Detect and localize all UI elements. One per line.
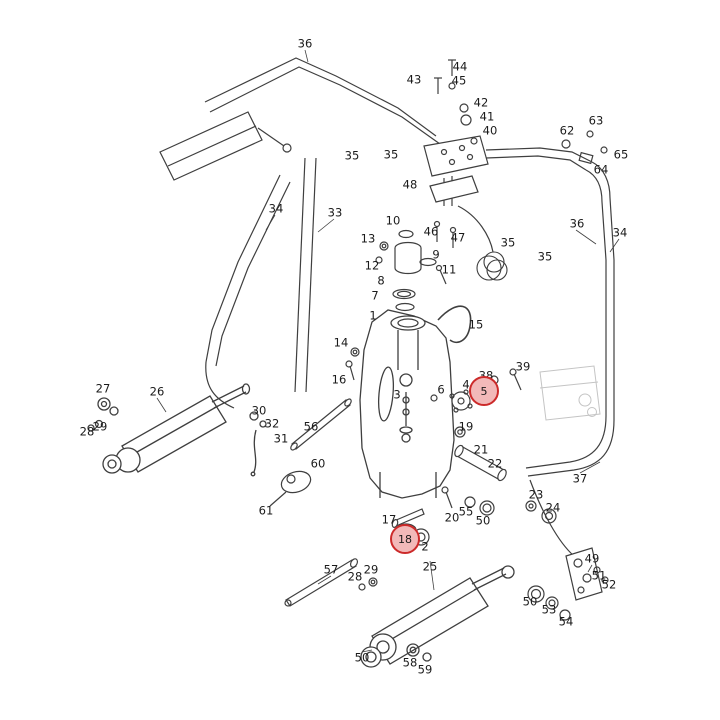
part-number-label: 56 xyxy=(303,419,319,434)
part-number-label: 60 xyxy=(310,456,326,471)
part-number-label: 23 xyxy=(528,487,544,502)
starboard-trim-cylinder xyxy=(360,565,515,668)
ghost-assembly xyxy=(539,365,601,421)
part-number-label: 49 xyxy=(584,551,600,566)
part-number-label: 65 xyxy=(613,147,629,162)
part-number-label: 55 xyxy=(458,504,474,519)
part-number-label: 62 xyxy=(559,123,575,138)
part-number-label: 19 xyxy=(458,419,474,434)
part-number-label: 2 xyxy=(421,539,429,554)
part-number-label: 16 xyxy=(331,372,347,387)
part-number-label: 37 xyxy=(572,471,588,486)
part-number-label: 53 xyxy=(541,602,557,617)
tilt-pin xyxy=(290,398,352,451)
part-number-label: 29 xyxy=(363,562,379,577)
part-number-label: 35 xyxy=(344,148,360,163)
part-number-label: 28 xyxy=(79,424,95,439)
part-number-label: 20 xyxy=(444,510,460,525)
part-number-label: 59 xyxy=(417,662,433,677)
part-number-label: 34 xyxy=(612,225,628,240)
part-number-label: 52 xyxy=(601,577,617,592)
part-number-label: 3 xyxy=(393,387,401,402)
highlighted-part-number: 5 xyxy=(469,376,499,406)
part-number-label: 6 xyxy=(437,382,445,397)
part-number-label: 9 xyxy=(432,247,440,262)
small-fasteners xyxy=(345,220,457,381)
part-number-label: 57 xyxy=(323,562,339,577)
part-number-label: 45 xyxy=(451,73,467,88)
part-number-label: 50 xyxy=(475,513,491,528)
upper-cylinder xyxy=(159,111,292,181)
part-number-label: 50 xyxy=(354,650,370,665)
part-number-label: 51 xyxy=(591,568,607,583)
part-number-label: 11 xyxy=(441,262,457,277)
part-number-label: 41 xyxy=(479,109,495,124)
transom-bracket xyxy=(527,547,609,621)
part-number-label: 31 xyxy=(273,431,289,446)
leader-lines xyxy=(156,49,620,653)
part-number-label: 32 xyxy=(264,416,280,431)
part-number-label: 26 xyxy=(149,384,165,399)
anchor-pin xyxy=(454,444,507,482)
pump-assembly xyxy=(375,229,447,312)
swivel-bracket xyxy=(359,309,455,499)
part-number-label: 1 xyxy=(369,308,377,323)
part-number-label: 61 xyxy=(258,503,274,518)
part-number-label: 58 xyxy=(402,655,418,670)
part-number-label: 13 xyxy=(360,231,376,246)
part-number-label: 35 xyxy=(383,147,399,162)
tilt-rod xyxy=(284,558,378,607)
part-number-label: 14 xyxy=(333,335,349,350)
part-number-label: 35 xyxy=(537,249,553,264)
part-number-label: 50 xyxy=(522,594,538,609)
part-number-label: 30 xyxy=(251,403,267,418)
anode-bracket xyxy=(269,470,312,507)
part-number-label: 42 xyxy=(473,95,489,110)
part-number-label: 8 xyxy=(377,273,385,288)
part-number-label: 36 xyxy=(569,216,585,231)
part-number-label: 40 xyxy=(482,123,498,138)
part-number-label: 7 xyxy=(371,288,379,303)
coiled-hose xyxy=(476,251,508,281)
part-number-label: 47 xyxy=(450,230,466,245)
part-number-label: 48 xyxy=(402,177,418,192)
part-number-label: 29 xyxy=(92,419,108,434)
part-number-label: 22 xyxy=(487,456,503,471)
part-number-label: 4 xyxy=(462,377,470,392)
part-number-label: 27 xyxy=(95,381,111,396)
part-number-label: 46 xyxy=(423,224,439,239)
part-number-label: 24 xyxy=(545,500,561,515)
part-number-label: 63 xyxy=(588,113,604,128)
part-number-label: 54 xyxy=(558,614,574,629)
port-trim-cylinder xyxy=(87,383,267,477)
right-fittings xyxy=(561,130,608,165)
part-number-label: 43 xyxy=(406,72,422,87)
manifold xyxy=(423,59,489,203)
part-number-label: 17 xyxy=(381,512,397,527)
part-number-label: 44 xyxy=(452,59,468,74)
highlighted-part-number: 18 xyxy=(390,524,420,554)
part-number-label: 36 xyxy=(297,36,313,51)
part-number-label: 28 xyxy=(347,569,363,584)
part-number-label: 33 xyxy=(327,205,343,220)
part-number-label: 64 xyxy=(593,162,609,177)
part-number-label: 38 xyxy=(479,370,494,382)
part-number-label: 15 xyxy=(468,317,484,332)
part-number-label: 10 xyxy=(385,213,401,228)
valve-disc-group xyxy=(430,368,522,438)
part-number-label: 25 xyxy=(422,559,438,574)
bushings xyxy=(525,500,557,524)
part-number-label: 34 xyxy=(268,201,284,216)
part-number-label: 39 xyxy=(515,359,531,374)
part-number-label: 35 xyxy=(500,235,516,250)
formed-tube xyxy=(437,305,472,344)
part-number-label: 12 xyxy=(364,258,380,273)
part-number-label: 21 xyxy=(473,442,489,457)
